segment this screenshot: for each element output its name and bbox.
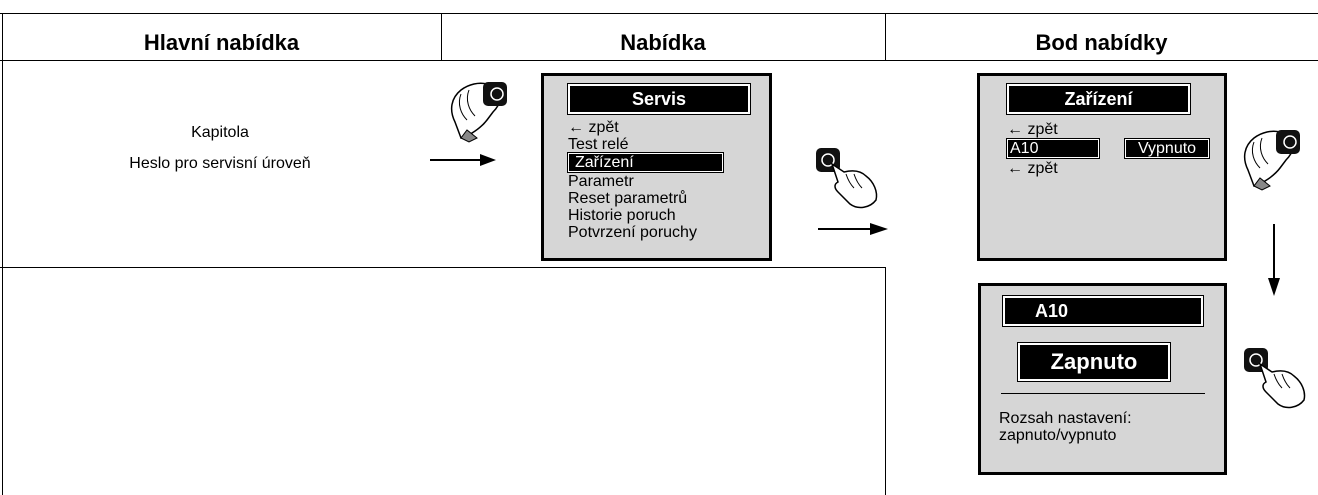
column-divider-2-lower <box>885 267 886 495</box>
column-header-main-menu: Hlavní nabídka <box>143 30 300 55</box>
row-divider <box>0 267 886 268</box>
knob-turn-icon <box>450 82 507 143</box>
knob-press-icon <box>816 148 878 209</box>
device-screen: Zařízení ← zpět A10 Vypnuto ← zpět <box>977 73 1227 261</box>
param-a10-selected[interactable]: A10 <box>1006 138 1100 159</box>
column-header-menu-item: Bod nabídky <box>1035 30 1168 55</box>
menu-item-fault-acknowledge[interactable]: Potvrzení poruchy <box>568 224 697 241</box>
column-header-menu: Nabídka <box>620 30 706 55</box>
menu-item-back[interactable]: ← zpět <box>568 119 619 136</box>
menu-item-reset-parameters[interactable]: Reset parametrů <box>568 190 688 207</box>
a10-screen: A10 Zapnuto Rozsah nastavení: zapnuto/vy… <box>978 283 1227 475</box>
menu-item-fault-history[interactable]: Historie poruch <box>568 207 676 224</box>
chapter-label: Kapitola <box>191 124 249 141</box>
menu-item-relay-test[interactable]: Test relé <box>568 136 629 153</box>
device-screen-title: Zařízení <box>1006 83 1191 115</box>
a10-screen-title: A10 <box>1002 295 1204 327</box>
service-menu-title: Servis <box>567 83 751 115</box>
chapter-description: Heslo pro servisní úroveň <box>129 155 311 172</box>
arrow-right-icon <box>430 154 496 166</box>
knob-press-icon <box>1244 348 1306 409</box>
arrow-right-icon <box>818 223 888 235</box>
header-bottom-border <box>0 60 1318 61</box>
device-back-bottom[interactable]: ← zpět <box>1007 160 1058 177</box>
a10-value-display[interactable]: Zapnuto <box>1017 342 1171 382</box>
menu-item-parameter[interactable]: Parametr <box>568 173 634 190</box>
table-top-border <box>0 13 1318 14</box>
device-back-top[interactable]: ← zpět <box>1007 121 1058 138</box>
column-divider-2 <box>885 13 886 60</box>
column-divider-1 <box>441 13 442 60</box>
arrow-down-icon <box>1268 224 1280 296</box>
menu-item-device-selected[interactable]: Zařízení <box>567 152 724 173</box>
left-border <box>2 13 3 495</box>
knob-turn-icon <box>1243 130 1300 191</box>
service-menu-screen: Servis ← zpět Test relé Zařízení Paramet… <box>541 73 772 261</box>
range-value: zapnuto/vypnuto <box>999 427 1117 444</box>
param-a10-value[interactable]: Vypnuto <box>1124 138 1210 159</box>
a10-divider <box>1001 393 1205 394</box>
range-label: Rozsah nastavení: <box>999 410 1132 427</box>
